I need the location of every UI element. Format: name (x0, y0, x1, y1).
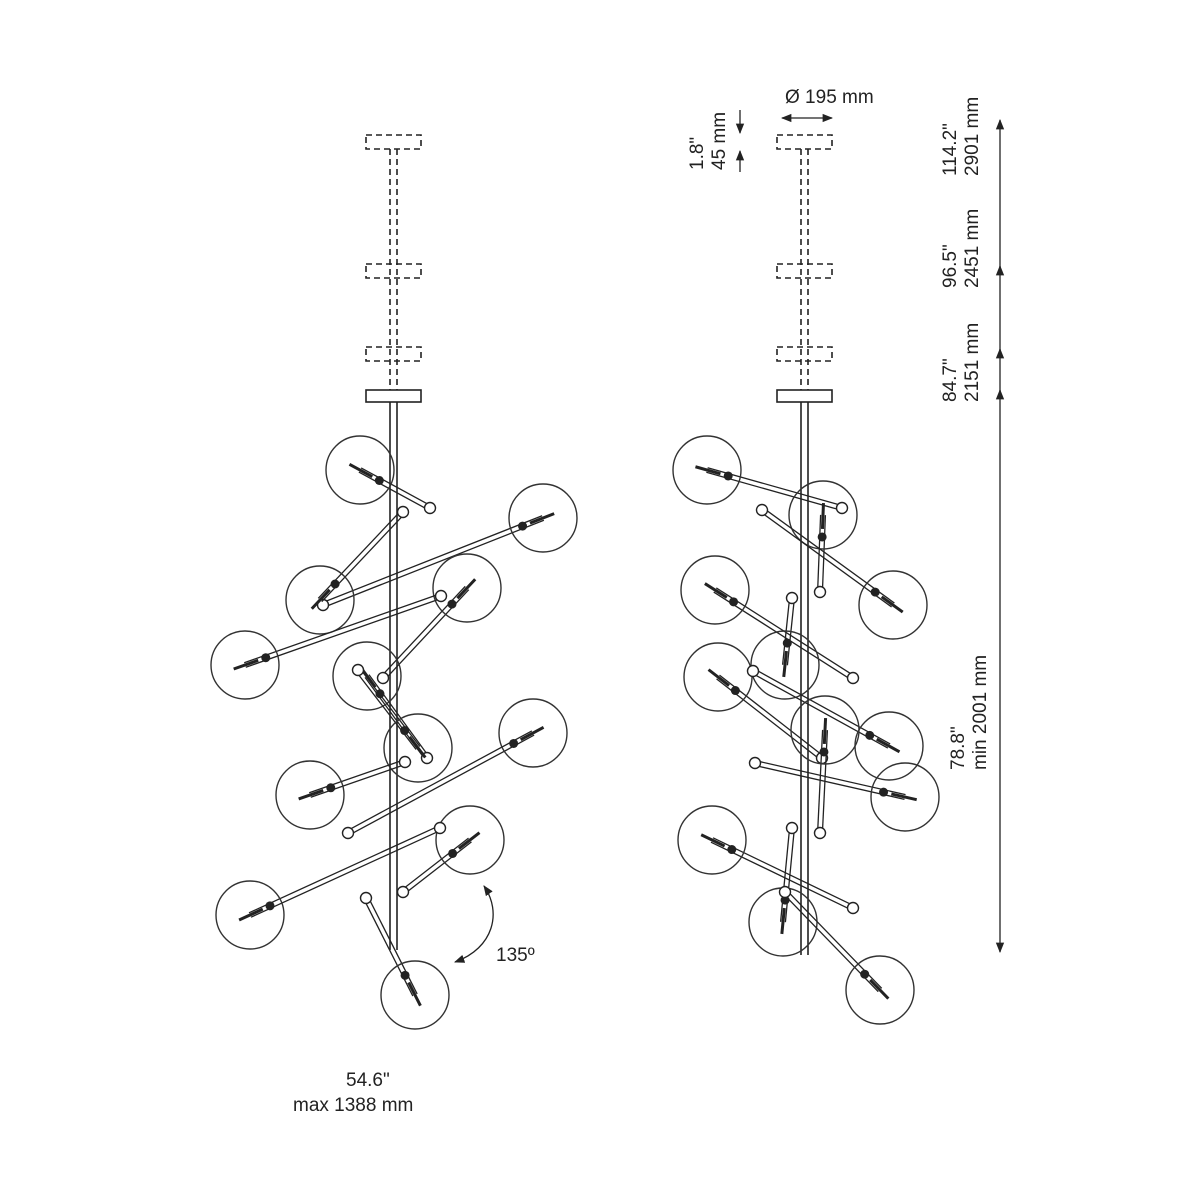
height-2901-label: 114.2" 2901 mm (940, 97, 984, 176)
height-2451-mm: 2451 mm (962, 208, 983, 288)
canopy-dashed-low (365, 346, 422, 362)
light-arm (316, 483, 578, 612)
height-2151-mm: 2151 mm (962, 322, 983, 402)
left-view-stem (365, 134, 422, 950)
left-view-arms (210, 435, 578, 1030)
glass-globe (788, 480, 858, 550)
height-2451-inches: 96.5" (940, 244, 961, 288)
width-inches-label: 54.6" (346, 1070, 390, 1091)
canopy-height-mm: 45 mm (709, 111, 730, 170)
diameter-label: Ø 195 mm (785, 87, 874, 108)
light-arm (325, 435, 437, 515)
height-2151-label: 84.7" 2151 mm (940, 323, 984, 402)
body-height-inches: 78.8" (948, 726, 969, 770)
glass-globe (435, 805, 505, 875)
canopy-dashed-mid (365, 263, 422, 279)
canopy-dashed-top (776, 134, 833, 150)
body-height-label: 78.8" min 2001 mm (948, 655, 992, 770)
glass-globe (285, 565, 355, 635)
light-arm (680, 555, 860, 685)
glass-globe (325, 435, 395, 505)
light-arm (215, 821, 447, 950)
light-arm (359, 891, 450, 1030)
dimension-lines (454, 110, 1005, 963)
canopy-dashed-mid (776, 263, 833, 279)
glass-globe (332, 641, 402, 711)
glass-globe (672, 435, 742, 505)
light-arm (755, 503, 928, 640)
light-arm (750, 591, 820, 700)
canopy-dashed-top (365, 134, 422, 150)
body-height-mm: min 2001 mm (970, 654, 991, 770)
light-arm (748, 821, 818, 957)
glass-globe (870, 762, 940, 832)
height-2151-inches: 84.7" (940, 358, 961, 402)
light-arm (341, 698, 568, 840)
glass-globe (210, 630, 280, 700)
canopy-dashed-low (776, 346, 833, 362)
light-arm (748, 756, 940, 832)
light-arm (396, 805, 505, 899)
canopy-height-label: 1.8" 45 mm (687, 112, 731, 170)
glass-globe (215, 880, 285, 950)
right-view-arms (672, 435, 940, 1025)
glass-globe (790, 695, 860, 765)
light-arm (210, 589, 448, 700)
height-2901-inches: 114.2" (940, 123, 961, 176)
light-arm (746, 664, 924, 781)
canopy-solid (365, 389, 422, 403)
canopy-solid (776, 389, 833, 403)
glass-globe (498, 698, 568, 768)
canopy-height-inches: 1.8" (687, 136, 708, 170)
glass-globe (858, 570, 928, 640)
glass-globe (845, 955, 915, 1025)
width-mm-label: max 1388 mm (293, 1095, 414, 1116)
glass-globe (508, 483, 578, 553)
glass-globe (383, 713, 453, 783)
light-arm (778, 885, 915, 1025)
light-arm (672, 435, 849, 515)
glass-globe (750, 630, 820, 700)
height-2901-mm: 2901 mm (962, 96, 983, 176)
rotation-angle-arrow (454, 885, 494, 963)
light-arm (285, 505, 410, 635)
light-arm (788, 480, 858, 599)
rotation-angle-label: 135º (496, 945, 535, 966)
glass-globe (432, 553, 502, 623)
light-arm (677, 805, 860, 915)
glass-globe (677, 805, 747, 875)
glass-globe (680, 555, 750, 625)
light-arm (790, 695, 860, 840)
light-arm (376, 553, 502, 685)
glass-globe (275, 760, 345, 830)
height-2451-label: 96.5" 2451 mm (940, 209, 984, 288)
light-arm (275, 755, 412, 830)
light-arm (351, 663, 453, 783)
glass-globe (380, 960, 450, 1030)
